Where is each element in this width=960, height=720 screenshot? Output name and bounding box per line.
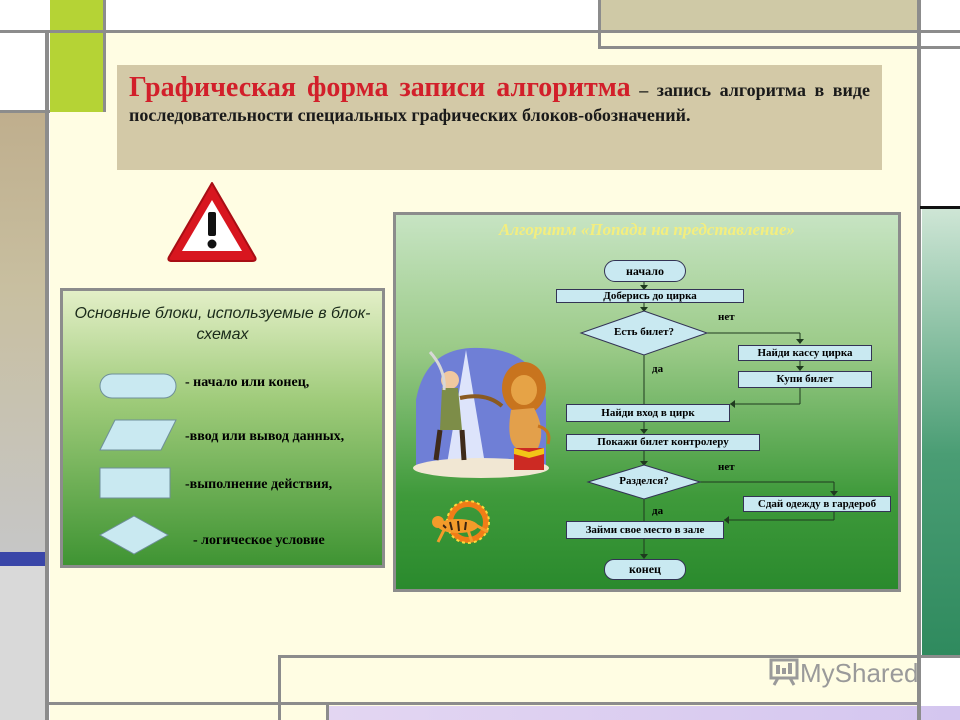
watermark-logo: MyShared <box>768 656 919 689</box>
grid-line <box>917 0 921 720</box>
flow-condition-undressed: Разделся? <box>619 475 669 487</box>
definition-text: Графическая форма записи алгоритма – зап… <box>129 72 870 128</box>
flow-yes-label: да <box>652 505 664 517</box>
flow-end: конец <box>604 559 686 580</box>
grid-line <box>920 206 960 209</box>
grid-line <box>0 30 960 33</box>
terminal-shape <box>99 373 177 399</box>
grid-line <box>326 702 329 720</box>
legend-item-label: -выполнение действия, <box>185 477 333 492</box>
definition-body: – запись алгоритма в виде последовательн… <box>129 80 870 125</box>
circus-lion-tamer-illustration <box>406 340 556 480</box>
flow-no-label: нет <box>718 461 735 473</box>
grid-line <box>103 0 106 112</box>
grid-line <box>598 0 601 48</box>
grid-line <box>45 30 49 720</box>
flowchart-connectors <box>579 282 838 559</box>
legend-item-label: - начало или конец, <box>185 375 310 390</box>
definition-term: Графическая форма записи алгоритма <box>129 72 631 103</box>
decor-tan-bar <box>600 0 918 32</box>
grid-line <box>0 110 50 113</box>
warning-icon <box>164 178 260 264</box>
decor-left-blue-bar <box>0 552 46 566</box>
legend-item-label: - логическое условие <box>193 533 325 548</box>
flow-yes-label: да <box>652 363 664 375</box>
flow-step-get-to-circus: Доберись до цирка <box>556 289 744 303</box>
decor-bottom-lavender-strip <box>328 706 960 720</box>
grid-line <box>598 46 960 49</box>
flow-step-take-seat: Займи свое место в зале <box>566 521 724 539</box>
legend-item-label: -ввод или вывод данных, <box>185 429 345 444</box>
flow-start: начало <box>604 260 686 282</box>
decor-green-square <box>50 0 104 112</box>
flow-step-show-ticket: Покажи билет контролеру <box>566 434 760 451</box>
rectangle-shape <box>99 467 171 499</box>
legend-panel: Основные блоки, используемые в блок-схем… <box>60 288 385 568</box>
flow-step-check-coat: Сдай одежду в гардероб <box>743 496 891 512</box>
parallelogram-shape <box>99 419 177 451</box>
tiger-fire-ring-illustration <box>428 498 496 550</box>
grid-line <box>278 655 281 720</box>
decor-left-grey-block <box>0 566 46 720</box>
flow-step-find-box-office: Найди кассу цирка <box>738 345 872 361</box>
flow-condition-ticket: Есть билет? <box>614 326 674 338</box>
watermark-text: MyShared <box>800 658 919 688</box>
grid-line <box>46 702 920 705</box>
presentation-board-icon <box>769 658 799 686</box>
decor-right-green-panel <box>922 208 960 656</box>
decor-left-column <box>0 112 46 552</box>
flowchart-panel: Алгоритм «Попади на представление» <box>393 212 901 592</box>
flow-step-find-entrance: Найди вход в цирк <box>566 404 730 422</box>
diamond-shape <box>98 515 170 555</box>
grid-line <box>278 655 960 658</box>
flow-no-label: нет <box>718 311 735 323</box>
flowchart-title: Алгоритм «Попади на представление» <box>499 220 795 239</box>
flow-step-buy-ticket: Купи билет <box>738 371 872 388</box>
legend-title: Основные блоки, используемые в блок-схем… <box>74 305 371 343</box>
definition-box: Графическая форма записи алгоритма – зап… <box>117 65 882 170</box>
